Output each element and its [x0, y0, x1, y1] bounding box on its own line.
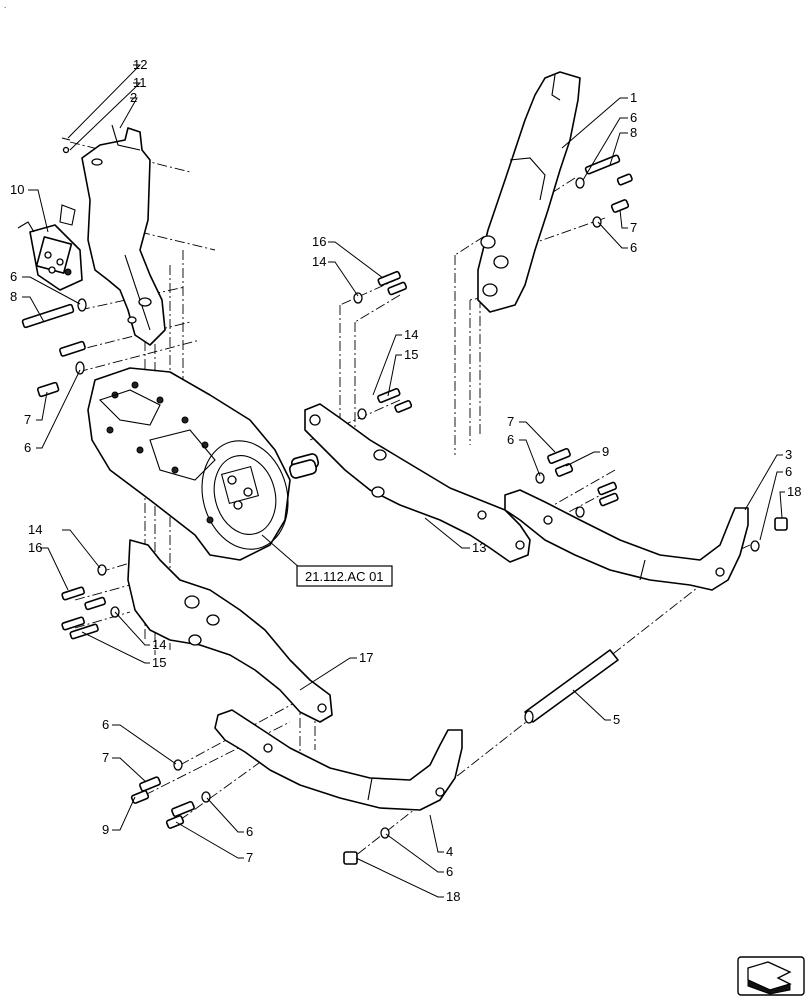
navigation-arrow-icon[interactable] [737, 956, 805, 996]
callout-15: 15 [404, 347, 418, 362]
right-long-bar [504, 489, 749, 591]
lower-left-frame [127, 539, 333, 723]
callout-numbers: 12 11 2 10 6 8 7 6 1 6 8 7 6 16 14 14 15… [10, 57, 801, 904]
callout-14: 14 [312, 254, 326, 269]
callout-6: 6 [630, 110, 637, 125]
lower-long-bar [214, 709, 463, 811]
lower-left-hardware [61, 564, 120, 640]
callout-10: 10 [10, 182, 24, 197]
upper-right-bracket [477, 71, 581, 313]
callout-7: 7 [630, 220, 637, 235]
right-bar-hardware [535, 447, 788, 552]
callout-6: 6 [24, 440, 31, 455]
callout-6: 6 [785, 464, 792, 479]
callout-7: 7 [507, 414, 514, 429]
corner-mark: . [4, 1, 6, 10]
callout-15: 15 [152, 655, 166, 670]
lower-bar-hardware [130, 759, 390, 865]
callout-14: 14 [404, 327, 418, 342]
callout-17: 17 [359, 650, 373, 665]
callout-9: 9 [602, 444, 609, 459]
callout-14: 14 [152, 637, 166, 652]
reference-label: 21.112.AC 01 [305, 569, 384, 584]
callout-14: 14 [28, 522, 42, 537]
callout-18: 18 [787, 484, 801, 499]
upper-left-bracket [81, 124, 166, 346]
callout-7: 7 [102, 750, 109, 765]
leader-lines [22, 64, 785, 898]
callout-12: 12 [133, 57, 147, 72]
callout-6: 6 [246, 824, 253, 839]
rod [524, 649, 619, 724]
callout-7: 7 [24, 412, 31, 427]
callout-16: 16 [28, 540, 42, 555]
transmission [87, 367, 320, 561]
callout-8: 8 [10, 289, 17, 304]
callout-6: 6 [102, 717, 109, 732]
callout-7: 7 [246, 850, 253, 865]
callout-6: 6 [507, 432, 514, 447]
callout-1: 1 [630, 90, 637, 105]
callout-18: 18 [446, 889, 460, 904]
callout-13: 13 [472, 540, 486, 555]
callout-9: 9 [102, 822, 109, 837]
callout-16: 16 [312, 234, 326, 249]
callout-6: 6 [630, 240, 637, 255]
callout-3: 3 [785, 447, 792, 462]
callout-11: 11 [133, 75, 147, 90]
middle-frame [288, 403, 531, 563]
left-bracket-hardware [21, 137, 87, 398]
callout-2: 2 [130, 90, 137, 105]
callout-4: 4 [446, 844, 453, 859]
callout-6: 6 [10, 269, 17, 284]
valve-block [17, 204, 83, 291]
callout-6: 6 [446, 864, 453, 879]
callout-8: 8 [630, 125, 637, 140]
callout-5: 5 [613, 712, 620, 727]
right-bracket-hardware [353, 154, 633, 420]
reference-callout[interactable]: 21.112.AC 01 [261, 534, 393, 587]
